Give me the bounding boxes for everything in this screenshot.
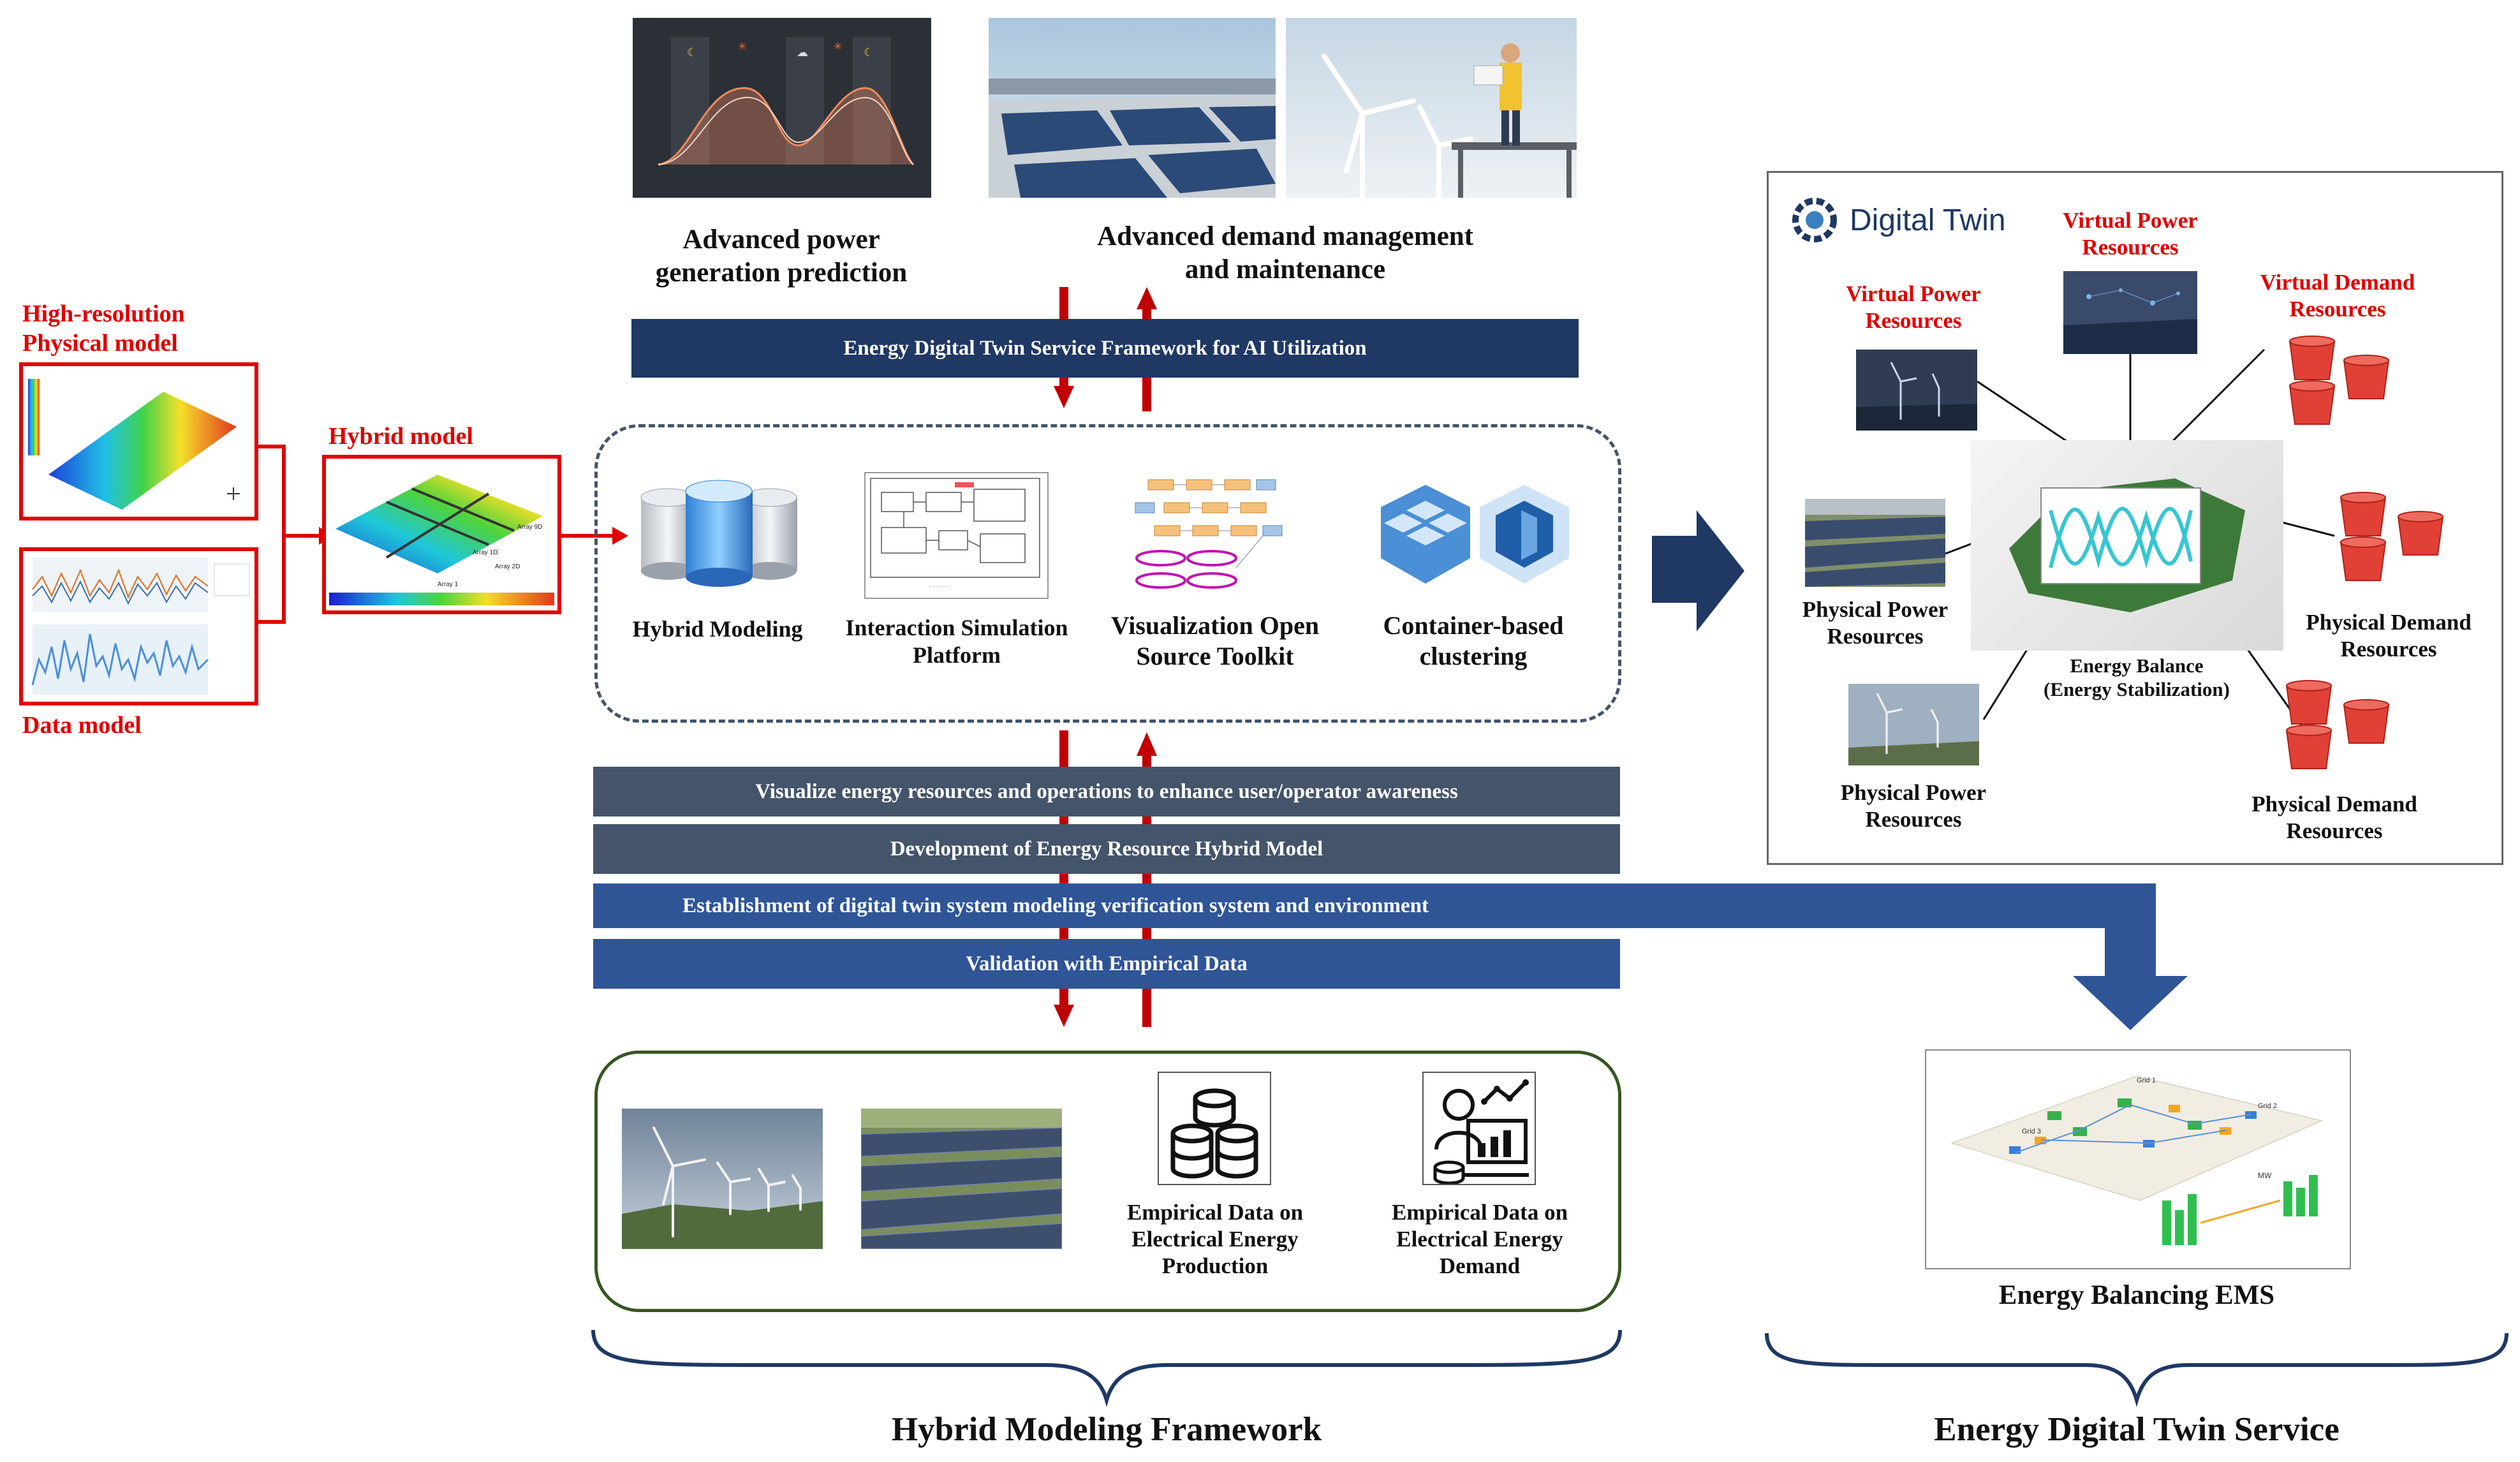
arrow-to-framework-head — [612, 527, 628, 545]
tool-label-hybrid-modeling: Hybrid Modeling — [632, 616, 803, 642]
demand-management-label: Advanced demand management and maintenan… — [1096, 221, 1474, 284]
physical-power-wind-image — [1848, 684, 1979, 765]
svg-text:☾: ☾ — [687, 46, 697, 59]
data-connector — [255, 536, 286, 624]
physical-power-solar-image — [1805, 499, 1945, 587]
solar-field-photo — [861, 1109, 1062, 1249]
tool-label-simulation: Interaction Simulation Platform — [845, 615, 1068, 668]
virtual-power-top-label: Virtual Power Resources — [2063, 208, 2198, 260]
ems-tag-2: Grid 2 — [2258, 1102, 2277, 1110]
svg-text:✳: ✳ — [834, 41, 842, 52]
wind-farm-photo — [622, 1109, 823, 1249]
data-model-image — [19, 547, 258, 705]
svg-text:✳: ✳ — [738, 41, 746, 52]
contour-label-2: Array 1D — [473, 549, 497, 556]
ems-tag-3: Grid 3 — [2022, 1128, 2041, 1135]
empirical-production-label: Empirical Data on Electrical Energy Prod… — [1126, 1200, 1304, 1278]
physical-model-label: High-resolution Physical model — [22, 300, 185, 357]
simulation-platform-diagram: · · · · · · — [864, 472, 1049, 599]
arrow-up-top — [1137, 287, 1157, 309]
ems-label: Energy Balancing EMS — [1998, 1280, 2275, 1310]
blue-l-arrow — [2073, 883, 2188, 1030]
arrow-down-top — [1054, 386, 1074, 408]
visualization-toolkit-diagram — [1129, 472, 1301, 600]
physical-demand-buckets-1 — [2334, 488, 2456, 593]
empirical-data-panel — [594, 1051, 1621, 1312]
digital-twin-logo: Digital Twin — [1786, 191, 2092, 249]
framework-bar: Energy Digital Twin Service Framework fo… — [631, 319, 1579, 378]
ems-tag-4: MW — [2258, 1171, 2272, 1180]
right-brace — [1765, 1333, 2509, 1407]
contour-label-1: Array 9D — [517, 524, 542, 531]
ems-tag-1: Grid 1 — [2137, 1077, 2156, 1084]
bar-visualize: Visualize energy resources and operation… — [593, 767, 1620, 816]
solar-roof-photo — [989, 18, 1276, 198]
generation-prediction-label: Advanced power generation prediction — [655, 225, 908, 288]
contour-label-3: Array 2D — [495, 563, 520, 570]
physical-demand-buckets-2 — [2280, 676, 2401, 781]
left-brace — [591, 1329, 1622, 1407]
physical-power-label-2: Physical Power Resources — [1840, 780, 1987, 832]
physical-connector — [255, 445, 319, 538]
digital-twin-title: Digital Twin — [1850, 203, 2006, 237]
demand-data-icon — [1422, 1072, 1536, 1185]
data-model-label: Data model — [22, 712, 142, 739]
svg-text:· · · · · ·: · · · · · · — [929, 583, 949, 589]
svg-text:☾: ☾ — [864, 46, 874, 59]
virtual-power-left-label: Virtual Power Resources — [1846, 281, 1981, 333]
tool-label-container: Container-based clustering — [1383, 611, 1564, 670]
generation-prediction-chart: ☾ ☁ ☾ ✳ ✳ — [633, 18, 931, 198]
footer-right-title: Energy Digital Twin Service — [1934, 1411, 2339, 1448]
hybrid-model-label: Hybrid model — [328, 423, 473, 450]
contour-label-4: Array 1 — [438, 581, 459, 588]
physical-demand-label-1: Physical Demand Resources — [2306, 610, 2472, 661]
svg-text:☁: ☁ — [797, 46, 808, 59]
bar-verification-system: Establishment of digital twin system mod… — [593, 883, 1614, 928]
bar-hybrid-model: Development of Energy Resource Hybrid Mo… — [593, 824, 1620, 874]
virtual-demand-buckets — [2283, 332, 2398, 434]
virtual-demand-label: Virtual Demand Resources — [2260, 270, 2415, 321]
empirical-demand-label: Empirical Data on Electrical Energy Dema… — [1391, 1200, 1568, 1278]
virtual-power-top-image — [2063, 271, 2197, 354]
database-stack-icon — [638, 475, 800, 587]
tools-panel — [594, 424, 1621, 723]
hybrid-model-image: Array 9D Array 1D Array 2D Array 1 — [322, 455, 561, 614]
gear-icon — [1792, 198, 1837, 242]
physical-demand-label-2: Physical Demand Resources — [2251, 792, 2417, 843]
bar-validation: Validation with Empirical Data — [593, 939, 1620, 989]
virtual-power-left-image — [1856, 350, 1977, 431]
arrow-up-middle — [1137, 732, 1157, 756]
footer-left-title: Hybrid Modeling Framework — [891, 1411, 1322, 1448]
big-right-arrow — [1652, 510, 1744, 631]
physical-power-label-1: Physical Power Resources — [1802, 597, 1949, 649]
energy-balance-label: Energy Balance (Energy Stabilization) — [2044, 654, 2230, 701]
ems-image-frame: Grid 1 Grid 2 Grid 3 MW — [1925, 1049, 2351, 1269]
container-clustering-icon — [1374, 478, 1572, 593]
tool-label-visualization: Visualization Open Source Toolkit — [1110, 611, 1320, 670]
arrow-down-middle — [1054, 1005, 1074, 1027]
wind-turbine-worker-photo — [1286, 18, 1577, 198]
energy-balance-graphic — [1971, 440, 2283, 651]
physical-model-image — [19, 362, 258, 521]
production-data-icon — [1158, 1072, 1271, 1185]
bar-verification-text: Establishment of digital twin system mod… — [682, 894, 1429, 917]
